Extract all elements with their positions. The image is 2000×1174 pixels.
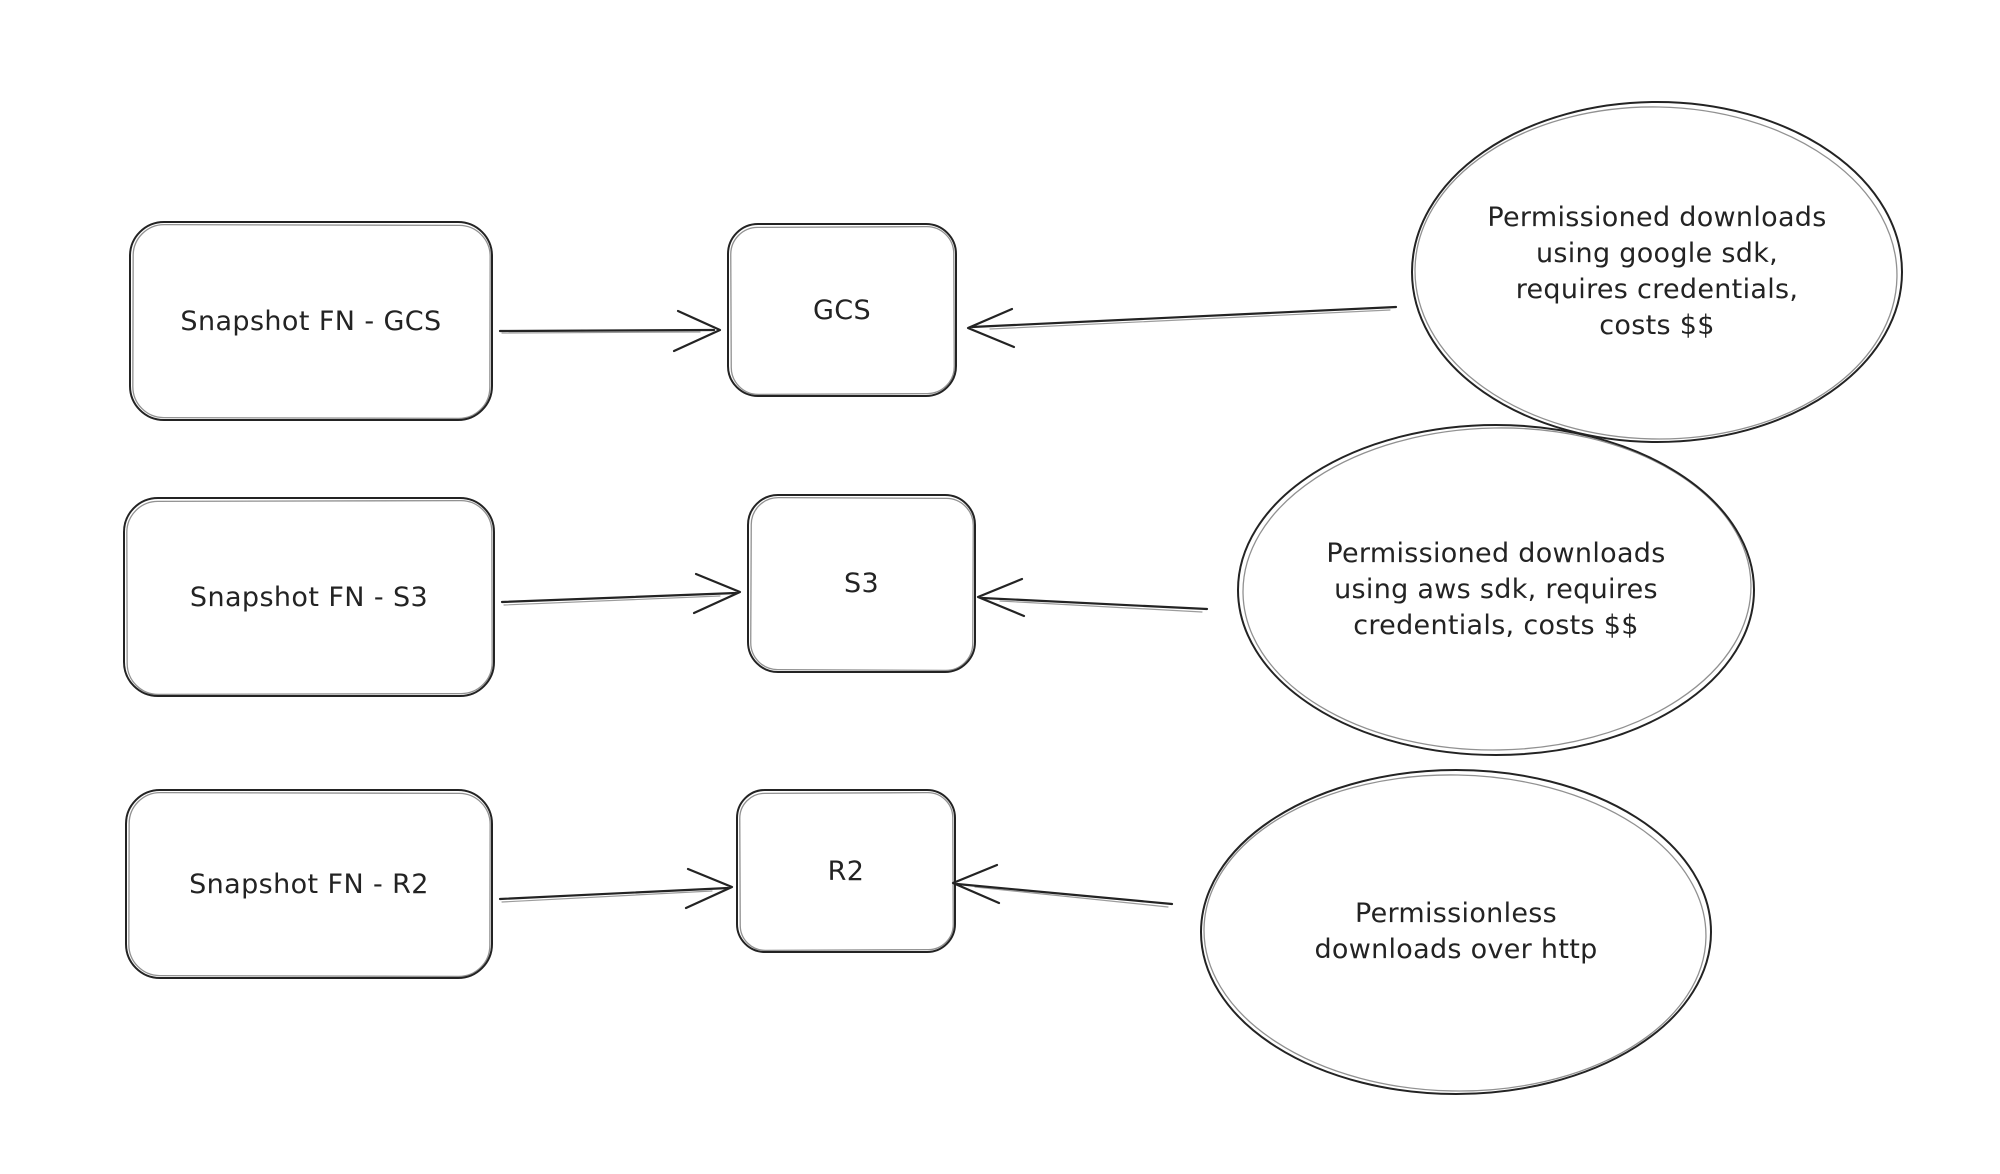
node-label-snapshot-gcs: Snapshot FN - GCS: [180, 305, 442, 337]
note-text-gcs: Permissioned downloads using google sdk,…: [1412, 102, 1902, 442]
note-text-gcs-line-1: Permissioned downloads: [1487, 202, 1827, 233]
node-label-snapshot-s3: Snapshot FN - S3: [189, 581, 429, 613]
note-text-s3-line-3: credentials, costs $$: [1353, 610, 1639, 641]
note-text-r2-line-2: downloads over http: [1314, 934, 1598, 965]
note-text-s3-line-2: using aws sdk, requires: [1334, 574, 1658, 605]
note-text-gcs-line-2: using google sdk,: [1535, 238, 1779, 269]
note-text-r2-line-1: Permissionless: [1354, 898, 1558, 929]
node-label-r2: R2: [827, 855, 865, 887]
note-text-s3-line-1: Permissioned downloads: [1326, 538, 1666, 569]
note-text-s3: Permissioned downloads using aws sdk, re…: [1238, 425, 1754, 755]
note-text-r2: Permissionless downloads over http: [1201, 770, 1711, 1094]
note-text-gcs-line-4: costs $$: [1599, 310, 1715, 341]
node-label-gcs: GCS: [812, 294, 872, 326]
node-label-s3: S3: [843, 568, 880, 599]
node-label-snapshot-r2: Snapshot FN - R2: [189, 868, 429, 900]
note-text-gcs-line-3: requires credentials,: [1515, 274, 1799, 305]
